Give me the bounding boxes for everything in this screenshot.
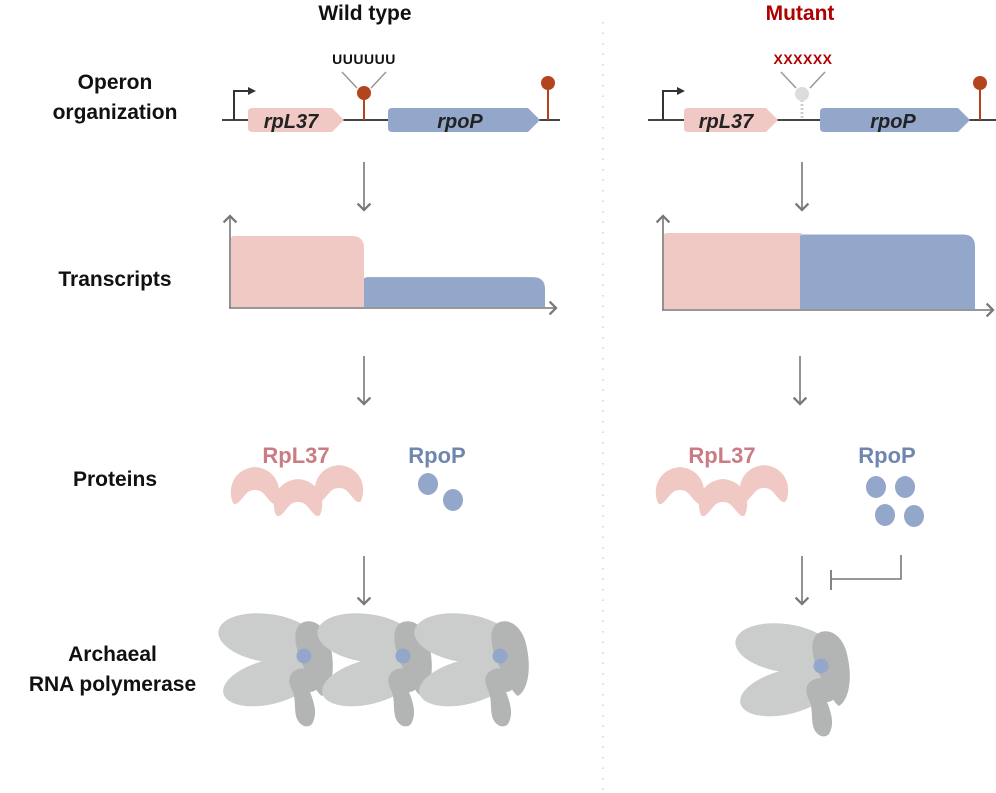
rpl37-protein-icon xyxy=(314,465,364,503)
rpl37-protein-icon xyxy=(273,479,323,517)
rpop-protein-icon xyxy=(418,473,438,495)
mut-gene-rpop-label: rpoP xyxy=(870,111,916,133)
wt-promoter-arrowhead-icon xyxy=(248,87,256,95)
rna-polymerase-icon xyxy=(215,607,333,727)
rna-polymerase-icon xyxy=(732,617,850,737)
wt-transcript-rpop-area xyxy=(364,277,545,307)
rpl37-protein-icon xyxy=(739,465,789,503)
rpop-protein-icon xyxy=(904,505,924,527)
wt-rpop-proteins xyxy=(418,473,463,511)
wt-gene-rpop-label: rpoP xyxy=(437,111,483,133)
wt-callout-right xyxy=(370,71,387,89)
mut-terminator-seq: XXXXXX xyxy=(773,51,832,67)
mut-rpl37-proteins xyxy=(655,465,789,517)
row-label-proteins: Proteins xyxy=(72,468,158,491)
rpl37-protein-icon xyxy=(230,467,280,505)
wt-gene-rpl37 xyxy=(248,108,344,132)
rpop-protein-icon xyxy=(866,476,886,498)
wt-callout-left xyxy=(341,71,358,89)
row-label-rnap-line2: RNA polymerase xyxy=(28,673,197,696)
row-label-transcripts: Transcripts xyxy=(58,268,172,291)
wt-operon: rpL37 UUUUUU rpoP xyxy=(222,51,560,133)
row-label-operon-line2: organization xyxy=(52,101,178,124)
mut-protein-rpop-label: RpoP xyxy=(858,443,915,468)
mut-callout-right xyxy=(809,71,826,89)
mut-transcript-chart xyxy=(655,214,995,318)
row-label-rnap-line1: Archaeal xyxy=(68,643,157,666)
mut-gene-rpl37 xyxy=(684,108,778,132)
wt-terminator-seq: UUUUUU xyxy=(332,51,396,67)
mut-operon: rpL37 XXXXXX rpoP xyxy=(648,51,996,133)
mut-protein-rpl37-label: RpL37 xyxy=(688,443,755,468)
wt-terminator2-icon xyxy=(541,76,555,90)
wt-rnap-complexes xyxy=(215,607,529,727)
row-label-rnap: Archaeal RNA polymerase xyxy=(0,640,225,700)
wt-terminator1-icon xyxy=(357,86,371,100)
mut-inhibition-arrow xyxy=(831,555,902,580)
mut-terminator2-icon xyxy=(973,76,987,90)
wt-gene-rpop xyxy=(388,108,540,132)
rpl37-protein-icon xyxy=(698,479,748,517)
mutant-title: Mutant xyxy=(765,2,835,25)
rpop-protein-icon xyxy=(895,476,915,498)
mut-gene-rpop xyxy=(820,108,970,132)
row-label-operon: Operon organization xyxy=(10,68,220,128)
mut-gene-rpl37-label: rpL37 xyxy=(699,111,754,133)
row-label-operon-line1: Operon xyxy=(77,71,153,94)
wt-transcript-chart xyxy=(222,214,558,316)
rpop-protein-icon xyxy=(875,504,895,526)
mut-promoter-arrowhead-icon xyxy=(677,87,685,95)
mut-terminator1-broken-icon xyxy=(795,87,809,101)
wt-promoter-arrow-icon xyxy=(233,90,250,120)
mut-transcript-rpl37-area xyxy=(664,233,802,309)
mut-callout-left xyxy=(780,71,797,89)
wt-rpl37-proteins xyxy=(230,465,364,517)
mut-transcript-rpop-area xyxy=(800,234,975,309)
rpop-protein-icon xyxy=(443,489,463,511)
wt-protein-rpop-label: RpoP xyxy=(408,443,465,468)
wild-type-title: Wild type xyxy=(318,2,412,25)
rpl37-protein-icon xyxy=(655,467,705,505)
mut-promoter-arrow-icon xyxy=(662,90,679,120)
mut-rnap-complexes xyxy=(732,617,850,737)
wt-protein-rpl37-label: RpL37 xyxy=(262,443,329,468)
mut-rpop-proteins xyxy=(866,476,924,527)
wt-transcript-rpl37-area xyxy=(231,236,364,307)
wt-gene-rpl37-label: rpL37 xyxy=(264,111,319,133)
